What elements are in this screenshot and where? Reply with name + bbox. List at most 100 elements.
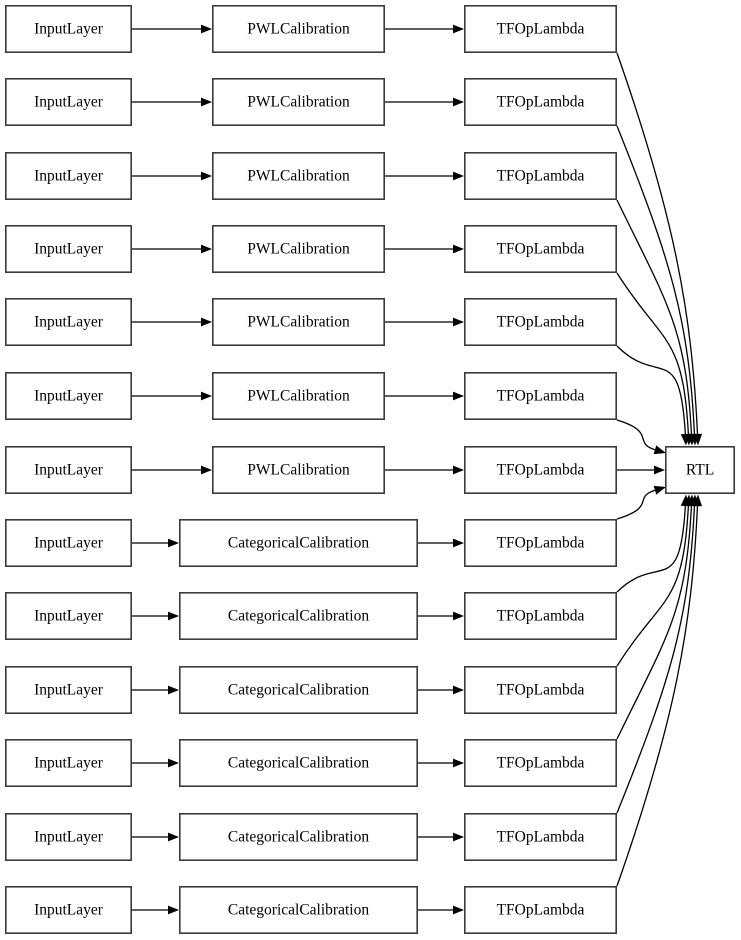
node-pwl-calibration-5[interactable]: PWLCalibration: [212, 371, 385, 420]
node-tfoplambda-5[interactable]: TFOpLambda: [463, 371, 617, 420]
node-tfoplambda-0-box: [463, 5, 617, 54]
node-categorical-calibration-9[interactable]: CategoricalCalibration: [179, 665, 418, 714]
node-input-layer-10-label: InputLayer: [34, 755, 104, 772]
edge-lambda-0-to-rtl-line: [616, 52, 699, 436]
edge-calibration-5-to-lambda: [385, 391, 464, 401]
edge-lambda-2-to-rtl-line: [616, 199, 693, 436]
edge-lambda-6-to-rtl-arrowhead: [654, 465, 665, 475]
node-categorical-calibration-10-box: [179, 738, 418, 787]
node-tfoplambda-3[interactable]: TFOpLambda: [463, 225, 617, 274]
node-rtl-box: [664, 445, 735, 494]
node-pwl-calibration-1[interactable]: PWLCalibration: [212, 78, 385, 127]
edge-calibration-12-to-lambda: [418, 905, 464, 915]
node-input-layer-11-box: [5, 812, 133, 861]
node-categorical-calibration-12[interactable]: CategoricalCalibration: [179, 885, 418, 934]
node-categorical-calibration-11-box: [179, 812, 418, 861]
node-input-layer-10[interactable]: InputLayer: [5, 738, 133, 787]
node-input-layer-5-box: [5, 371, 133, 420]
node-categorical-calibration-9-label: CategoricalCalibration: [228, 682, 369, 699]
edge-calibration-2-to-lambda-arrowhead: [453, 171, 464, 181]
edge-calibration-6-to-lambda-arrowhead: [453, 465, 464, 475]
node-pwl-calibration-3-label: PWLCalibration: [247, 241, 350, 258]
edge-calibration-4-to-lambda: [385, 317, 464, 327]
node-input-layer-7[interactable]: InputLayer: [5, 518, 133, 567]
node-input-layer-3[interactable]: InputLayer: [5, 225, 133, 274]
node-input-layer-8[interactable]: InputLayer: [5, 591, 133, 640]
node-input-layer-1[interactable]: InputLayer: [5, 78, 133, 127]
edge-lambda-5-to-rtl-arrowhead: [653, 445, 666, 455]
edge-input-8-to-calibration-arrowhead: [168, 611, 179, 621]
node-tfoplambda-1-label: TFOpLambda: [497, 94, 585, 111]
edge-lambda-4-to-rtl: [616, 345, 690, 446]
node-input-layer-7-box: [5, 518, 133, 567]
edge-calibration-4-to-lambda-arrowhead: [453, 317, 464, 327]
node-pwl-calibration-6[interactable]: PWLCalibration: [212, 445, 385, 494]
node-tfoplambda-4-box: [463, 297, 617, 346]
node-input-layer-8-label: InputLayer: [34, 608, 104, 625]
edge-input-7-to-calibration: [132, 538, 179, 548]
edge-lambda-12-to-rtl-arrowhead: [692, 494, 703, 507]
node-pwl-calibration-1-label: PWLCalibration: [247, 94, 350, 111]
node-categorical-calibration-7[interactable]: CategoricalCalibration: [179, 518, 418, 567]
edge-calibration-0-to-lambda-arrowhead: [453, 24, 464, 34]
node-input-layer-6[interactable]: InputLayer: [5, 445, 133, 494]
node-tfoplambda-6-label: TFOpLambda: [497, 462, 585, 479]
edge-calibration-1-to-lambda: [385, 97, 464, 107]
node-tfoplambda-7[interactable]: TFOpLambda: [463, 518, 617, 567]
node-input-layer-4[interactable]: InputLayer: [5, 297, 133, 346]
node-categorical-calibration-10[interactable]: CategoricalCalibration: [179, 738, 418, 787]
edge-input-3-to-calibration: [132, 244, 212, 254]
node-input-layer-0[interactable]: InputLayer: [5, 5, 133, 54]
node-pwl-calibration-3[interactable]: PWLCalibration: [212, 225, 385, 274]
node-tfoplambda-11-label: TFOpLambda: [497, 829, 585, 846]
node-tfoplambda-6[interactable]: TFOpLambda: [463, 445, 617, 494]
node-input-layer-2[interactable]: InputLayer: [5, 152, 133, 201]
node-tfoplambda-0[interactable]: TFOpLambda: [463, 5, 617, 54]
edge-calibration-8-to-lambda: [418, 611, 464, 621]
node-pwl-calibration-4[interactable]: PWLCalibration: [212, 297, 385, 346]
edge-lambda-6-to-rtl: [617, 465, 665, 475]
node-pwl-calibration-0-box: [212, 5, 385, 54]
edge-lambda-0-to-rtl: [616, 52, 703, 446]
node-input-layer-12[interactable]: InputLayer: [5, 885, 133, 934]
node-input-layer-8-box: [5, 591, 133, 640]
node-tfoplambda-10[interactable]: TFOpLambda: [463, 738, 617, 787]
node-tfoplambda-7-label: TFOpLambda: [497, 535, 585, 552]
node-pwl-calibration-3-box: [212, 225, 385, 274]
node-tfoplambda-2-box: [463, 152, 617, 201]
node-pwl-calibration-0[interactable]: PWLCalibration: [212, 5, 385, 54]
node-input-layer-1-box: [5, 78, 133, 127]
edge-lambda-3-to-rtl: [616, 272, 693, 446]
edge-lambda-3-to-rtl-line: [616, 272, 690, 436]
node-categorical-calibration-8[interactable]: CategoricalCalibration: [179, 591, 418, 640]
node-tfoplambda-11[interactable]: TFOpLambda: [463, 812, 617, 861]
node-tfoplambda-10-label: TFOpLambda: [497, 755, 585, 772]
edges-layer: [132, 24, 703, 915]
node-input-layer-12-box: [5, 885, 133, 934]
node-input-layer-5[interactable]: InputLayer: [5, 371, 133, 420]
node-pwl-calibration-6-label: PWLCalibration: [247, 462, 350, 479]
node-pwl-calibration-2[interactable]: PWLCalibration: [212, 152, 385, 201]
node-tfoplambda-12[interactable]: TFOpLambda: [463, 885, 617, 934]
node-tfoplambda-9[interactable]: TFOpLambda: [463, 665, 617, 714]
node-tfoplambda-2[interactable]: TFOpLambda: [463, 152, 617, 201]
edge-lambda-9-to-rtl-line: [616, 504, 690, 667]
node-categorical-calibration-8-box: [179, 591, 418, 640]
node-input-layer-10-box: [5, 738, 133, 787]
node-input-layer-3-box: [5, 225, 133, 274]
node-tfoplambda-12-box: [463, 885, 617, 934]
node-categorical-calibration-11[interactable]: CategoricalCalibration: [179, 812, 418, 861]
node-input-layer-11[interactable]: InputLayer: [5, 812, 133, 861]
node-input-layer-4-label: InputLayer: [34, 314, 104, 331]
node-tfoplambda-1[interactable]: TFOpLambda: [463, 78, 617, 127]
edge-calibration-11-to-lambda: [418, 832, 464, 842]
node-rtl[interactable]: RTL: [664, 445, 735, 494]
node-tfoplambda-4[interactable]: TFOpLambda: [463, 297, 617, 346]
node-input-layer-2-label: InputLayer: [34, 168, 104, 185]
node-tfoplambda-8[interactable]: TFOpLambda: [463, 591, 617, 640]
edge-input-12-to-calibration-arrowhead: [168, 905, 179, 915]
node-tfoplambda-5-box: [463, 371, 617, 420]
node-input-layer-9[interactable]: InputLayer: [5, 665, 133, 714]
